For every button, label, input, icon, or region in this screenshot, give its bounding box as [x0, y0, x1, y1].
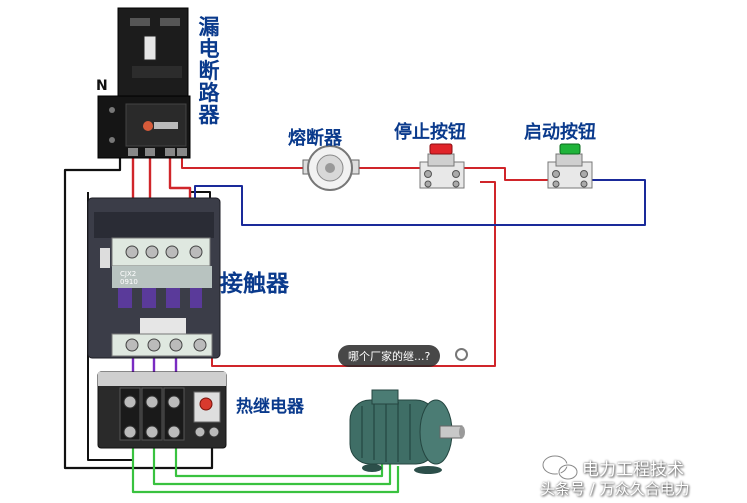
- motor: [349, 389, 465, 474]
- control-wire-stop-to-start: [462, 167, 550, 181]
- thermal-relay: [97, 371, 227, 449]
- fuse: [302, 145, 360, 191]
- contactor-model-label: CJX2 0910: [120, 270, 138, 286]
- motor-wire-1: [131, 445, 400, 494]
- watermark-logo: [541, 454, 579, 481]
- return-wire: [211, 181, 496, 367]
- tooltip-dot-icon[interactable]: [455, 348, 468, 361]
- watermark-line1: 电力工程技术: [582, 460, 684, 480]
- start-button-label: 启动按钮: [524, 122, 596, 143]
- neutral-wire: [63, 150, 214, 470]
- neutral-label: N: [96, 78, 108, 94]
- contactor-label: 接触器: [220, 271, 289, 297]
- watermark-line2: 头条号 / 万众久合电力: [540, 480, 690, 498]
- tooltip-bubble[interactable]: 哪个厂家的继...?: [338, 345, 441, 367]
- stop-button-label: 停止按钮: [394, 122, 466, 143]
- motor-wire-2: [152, 445, 392, 486]
- contactor: [87, 197, 221, 359]
- stop-button: [419, 143, 465, 189]
- blue-control-wire: [194, 179, 646, 232]
- leakage-breaker: [97, 7, 191, 159]
- fuse-label: 熔断器: [288, 128, 342, 149]
- start-button: [547, 143, 593, 189]
- breaker-label: 漏电断路器: [198, 15, 220, 127]
- control-wire-to-fuse: [181, 150, 305, 169]
- thermal-relay-label: 热继电器: [236, 397, 304, 417]
